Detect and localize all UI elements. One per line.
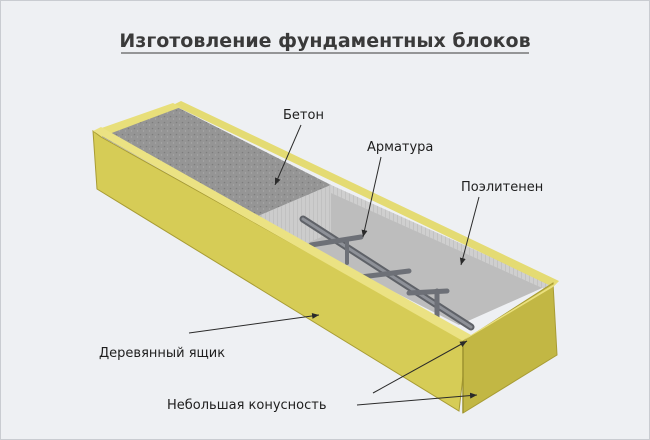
page-title: Изготовление фундаментных блоков	[119, 30, 530, 52]
label-polyethylene: Поэлитенен	[461, 180, 543, 195]
box-front-wall-top	[93, 127, 471, 341]
polyethylene-film	[331, 185, 553, 291]
callout-taper: Небольшая конусность	[167, 340, 478, 413]
label-rebar: Арматура	[367, 140, 433, 155]
concrete-fill	[95, 105, 331, 219]
box-left-end-top	[93, 103, 181, 137]
callout-rebar: Арматура	[361, 140, 433, 238]
label-taper: Небольшая конусность	[167, 398, 327, 413]
label-wooden-box: Деревянный ящик	[99, 346, 225, 361]
callout-polyethylene: Поэлитенен	[459, 180, 543, 266]
box-right-end-top	[463, 281, 559, 341]
callout-concrete: Бетон	[274, 108, 324, 186]
callout-wooden-box: Деревянный ящик	[99, 312, 320, 361]
label-concrete: Бетон	[283, 108, 324, 123]
box-back-wall-top	[173, 101, 559, 287]
